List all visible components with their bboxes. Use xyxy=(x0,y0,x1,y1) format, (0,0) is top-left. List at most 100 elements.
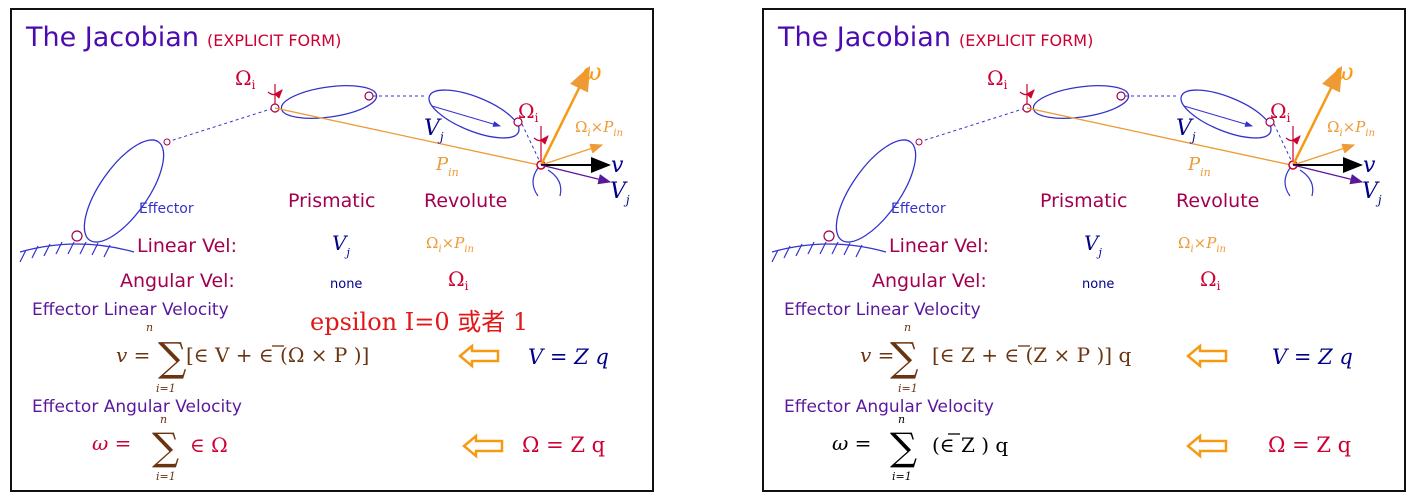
linear-vel-label: Linear Vel: xyxy=(137,235,237,257)
pin-line xyxy=(274,107,540,166)
slide-title: The Jacobian xyxy=(777,22,951,53)
prismatic-heading: Prismatic xyxy=(288,190,375,212)
angular-side-eq: Ω = Z q xyxy=(522,433,605,457)
ground-hatch xyxy=(771,241,887,263)
gripper xyxy=(1284,167,1314,197)
joint-dot xyxy=(915,138,923,146)
revolute-angular-value: Ωi xyxy=(1200,267,1221,293)
vj-arrow xyxy=(540,164,612,185)
joint-4 xyxy=(513,117,523,127)
revolute-angular-value: Ωi xyxy=(448,267,469,293)
joint-dot xyxy=(163,138,171,146)
sum-upper-2: n xyxy=(898,413,905,426)
omega-i-label-1: Ωi xyxy=(235,66,256,92)
sum-sign: ∑ xyxy=(158,335,187,381)
linear-lhs: v = xyxy=(116,343,150,367)
prismatic-angular-value: none xyxy=(1082,277,1114,292)
vj-label-right: Vj xyxy=(610,179,630,207)
angular-body: (∈ Z ) q xyxy=(932,433,1008,457)
linear-lhs: v = xyxy=(860,343,894,367)
revolute-linear-value: Ωi×Pin xyxy=(1178,234,1226,255)
omega-i-label-2: Ωi xyxy=(1270,99,1291,125)
base-joint xyxy=(71,230,83,242)
angular-side-eq: Ω = Z q xyxy=(1268,433,1351,457)
vj-link-arrow xyxy=(1183,105,1253,127)
v-label: v xyxy=(1363,153,1376,178)
left-arrow-2 xyxy=(1186,433,1228,459)
omega-arrow xyxy=(1291,65,1343,166)
pin-label: Pin xyxy=(1187,154,1211,179)
cross-arrow xyxy=(540,143,604,166)
angular-lhs: ω = xyxy=(832,431,871,455)
link-dashed-3 xyxy=(521,123,540,161)
slide-subtitle: (EXPLICIT FORM) xyxy=(207,31,341,50)
link-1 xyxy=(835,139,917,243)
eff-angular-heading: Effector Angular Velocity xyxy=(784,397,994,417)
v-label: v xyxy=(611,153,624,178)
effector-label: Effector xyxy=(139,201,194,217)
link-dashed-3 xyxy=(1273,123,1292,161)
vj-label-link: Vj xyxy=(1176,116,1196,144)
rotation-axis-2 xyxy=(533,126,549,160)
gripper xyxy=(532,167,562,197)
base-joint xyxy=(823,230,835,242)
link-2 xyxy=(1032,85,1130,119)
sum-lower-2: i=1 xyxy=(892,470,912,483)
ground-hatch xyxy=(19,241,135,263)
sum-lower: i=1 xyxy=(156,382,176,395)
linear-body: [∈ Z + ∈ (Z × P )] q xyxy=(932,343,1131,367)
rotation-axis-1 xyxy=(1019,84,1035,104)
slide-right-canvas: The Jacobian (EXPLICIT FORM) Ωi Ωi ω Ωi×… xyxy=(771,22,1382,483)
sum-sign-2: ∑ xyxy=(890,425,917,469)
omega-label: ω xyxy=(1334,58,1354,86)
pin-label: Pin xyxy=(435,154,459,179)
prismatic-linear-value: Vj xyxy=(1084,231,1102,259)
left-arrow-2 xyxy=(462,433,504,459)
revolute-linear-value: Ωi×Pin xyxy=(426,234,474,255)
angular-velocity-formula: ω = n ∑ i=1 (∈ Z ) q xyxy=(832,413,1008,483)
joint-3 xyxy=(1116,91,1126,101)
linear-body: [∈ V + ∈ (Ω × P )] xyxy=(186,343,369,367)
angular-vel-label: Angular Vel: xyxy=(120,270,235,292)
omega-label: ω xyxy=(582,58,602,86)
vj-link-arrow xyxy=(431,105,501,127)
slide-subtitle: (EXPLICIT FORM) xyxy=(959,31,1093,50)
sum-upper: n xyxy=(904,321,911,334)
eff-angular-heading: Effector Angular Velocity xyxy=(32,397,242,417)
revolute-heading: Revolute xyxy=(424,190,507,212)
cross-arrow xyxy=(1292,143,1356,166)
prismatic-angular-value: none xyxy=(330,277,362,292)
epsilon-note: epsilon I=0 或者 1 xyxy=(310,308,528,336)
link-dashed-1 xyxy=(918,107,1027,143)
vj-arrow xyxy=(1292,164,1364,185)
angular-body: ∈ Ω xyxy=(190,433,228,457)
linear-side-eq: V = Z q xyxy=(1272,345,1353,369)
linear-velocity-formula: v = n ∑ i=1 [∈ Z + ∈ (Z × P )] q xyxy=(860,321,1131,395)
slide-title: The Jacobian xyxy=(25,22,199,53)
slide-left: The Jacobian (EXPLICIT FORM) Ωi xyxy=(10,8,654,492)
angular-vel-label: Angular Vel: xyxy=(872,270,987,292)
vj-label-link: Vj xyxy=(424,116,444,144)
slide-right: The Jacobian (EXPLICIT FORM) Ωi Ωi ω Ωi×… xyxy=(762,8,1406,492)
linear-side-eq: V = Z q xyxy=(528,345,609,369)
sum-upper: n xyxy=(146,321,153,334)
eff-linear-heading: Effector Linear Velocity xyxy=(784,300,981,320)
sum-sign: ∑ xyxy=(890,335,919,381)
link-3 xyxy=(428,89,520,139)
left-arrow-1 xyxy=(458,343,500,369)
omega-i-label-1: Ωi xyxy=(987,66,1008,92)
omega-arrow xyxy=(539,65,591,166)
cross-label: Ωi×Pin xyxy=(1327,118,1375,139)
angular-velocity-formula: ω = n ∑ i=1 ∈ Ω xyxy=(92,413,228,483)
linear-velocity-formula: v = n ∑ i=1 [∈ V + ∈ (Ω × P )] xyxy=(116,321,369,395)
revolute-heading: Revolute xyxy=(1176,190,1259,212)
omega-i-label-2: Ωi xyxy=(518,99,539,125)
sum-lower: i=1 xyxy=(898,382,918,395)
rotation-axis-2 xyxy=(1285,126,1301,160)
joint-4 xyxy=(1265,117,1275,127)
joint-3 xyxy=(364,91,374,101)
rotation-axis-1 xyxy=(267,84,283,104)
sum-sign-2: ∑ xyxy=(152,425,179,469)
effector-label: Effector xyxy=(891,201,946,217)
link-2 xyxy=(280,85,378,119)
